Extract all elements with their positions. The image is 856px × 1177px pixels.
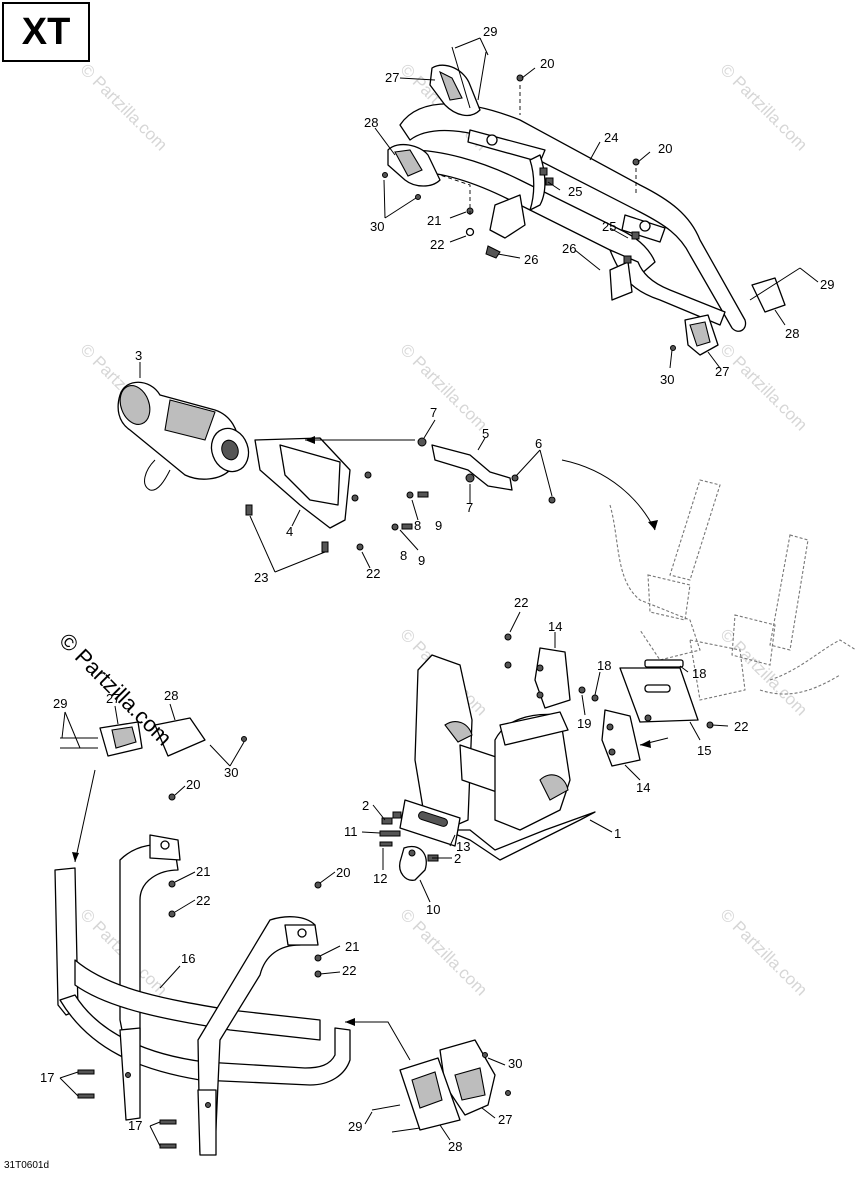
winch-plate-4	[254, 437, 351, 529]
callout-8: 8	[400, 548, 407, 563]
callout-22: 22	[342, 963, 356, 978]
callout-14: 14	[636, 780, 650, 795]
callout-30: 30	[508, 1056, 522, 1071]
callout-7: 7	[466, 500, 473, 515]
hand-guard-28-lower-right	[399, 1057, 461, 1131]
callout-29: 29	[53, 696, 67, 711]
fasteners-lower-right	[371, 1052, 511, 1133]
callout-19: 19	[577, 716, 591, 731]
callout-26: 26	[562, 241, 576, 256]
callout-29: 29	[483, 24, 497, 39]
callout-22: 22	[196, 893, 210, 908]
callout-27: 27	[498, 1112, 512, 1127]
callout-28: 28	[448, 1139, 462, 1154]
callout-20: 20	[658, 141, 672, 156]
callout-30: 30	[660, 372, 674, 387]
callout-20: 20	[336, 865, 350, 880]
callout-labels: 29 27 20 28 24 20 25 30 21 22 25 26 26 2…	[40, 24, 834, 1154]
callout-21: 21	[196, 864, 210, 879]
callout-2: 2	[454, 851, 461, 866]
bracket-26-right	[609, 261, 633, 301]
callout-23: 23	[254, 570, 268, 585]
callout-18: 18	[597, 658, 611, 673]
winch-3	[117, 381, 250, 491]
callout-11: 11	[344, 824, 358, 839]
callout-20: 20	[186, 777, 200, 792]
callout-27: 27	[385, 70, 399, 85]
callout-17: 17	[128, 1118, 142, 1133]
callout-29: 29	[348, 1119, 362, 1134]
callout-22: 22	[514, 595, 528, 610]
callout-13: 13	[456, 839, 470, 854]
callout-9: 9	[418, 553, 425, 568]
lower-bumper-16	[54, 834, 351, 1156]
callout-25: 25	[602, 219, 616, 234]
callout-21: 21	[427, 213, 441, 228]
callout-1: 1	[614, 826, 621, 841]
callout-16: 16	[181, 951, 195, 966]
bumper-bar-24	[399, 103, 747, 332]
callout-12: 12	[373, 871, 387, 886]
callout-28: 28	[785, 326, 799, 341]
callout-18: 18	[692, 666, 706, 681]
model-label: XT	[21, 10, 71, 53]
callout-28: 28	[364, 115, 378, 130]
winch-bracket-5	[431, 444, 513, 491]
hand-guard-28-right	[751, 277, 786, 313]
callout-14: 14	[548, 619, 562, 634]
callout-27: 27	[715, 364, 729, 379]
callout-15: 15	[697, 743, 711, 758]
callout-22: 22	[366, 566, 380, 581]
fairlead-13	[399, 799, 461, 847]
callout-22: 22	[734, 719, 748, 734]
callout-26: 26	[524, 252, 538, 267]
model-label-box: XT	[2, 2, 90, 62]
callout-5: 5	[482, 426, 489, 441]
callout-25: 25	[568, 184, 582, 199]
callout-8: 8	[414, 518, 421, 533]
hand-guard-27-lower-left	[99, 721, 143, 757]
callout-30: 30	[224, 765, 238, 780]
callout-17: 17	[40, 1070, 54, 1085]
hand-guard-28-top	[387, 143, 441, 187]
callout-20: 20	[540, 56, 554, 71]
hand-guard-27-top	[429, 64, 481, 117]
callout-28: 28	[164, 688, 178, 703]
hand-guard-27-lower-right	[439, 1039, 496, 1116]
mount-bracket-14-lower	[601, 709, 641, 767]
bracket-26-top	[485, 194, 526, 259]
diagram-code: 31T0601d	[4, 1160, 50, 1171]
callout-10: 10	[426, 902, 440, 917]
callout-4: 4	[286, 524, 293, 539]
leader-lines	[59, 37, 819, 1147]
frame-reference-ghost	[609, 479, 856, 701]
mount-bracket-14-upper	[534, 647, 571, 709]
fasteners-winch	[245, 437, 556, 553]
plate-15	[619, 667, 699, 723]
callout-7: 7	[430, 405, 437, 420]
hook-10	[399, 845, 427, 881]
callout-2: 2	[362, 798, 369, 813]
callout-22: 22	[430, 237, 444, 252]
callout-24: 24	[604, 130, 618, 145]
hand-guard-27-right	[684, 314, 719, 356]
callout-6: 6	[535, 436, 542, 451]
winch-bumper-1	[414, 654, 596, 861]
hand-guard-28-lower-left	[154, 717, 206, 757]
fasteners-left	[60, 736, 322, 978]
callout-3: 3	[135, 348, 142, 363]
callout-30: 30	[370, 219, 384, 234]
callout-21: 21	[345, 939, 359, 954]
callout-9: 9	[435, 518, 442, 533]
callout-27: 27	[106, 691, 120, 706]
callout-29: 29	[820, 277, 834, 292]
